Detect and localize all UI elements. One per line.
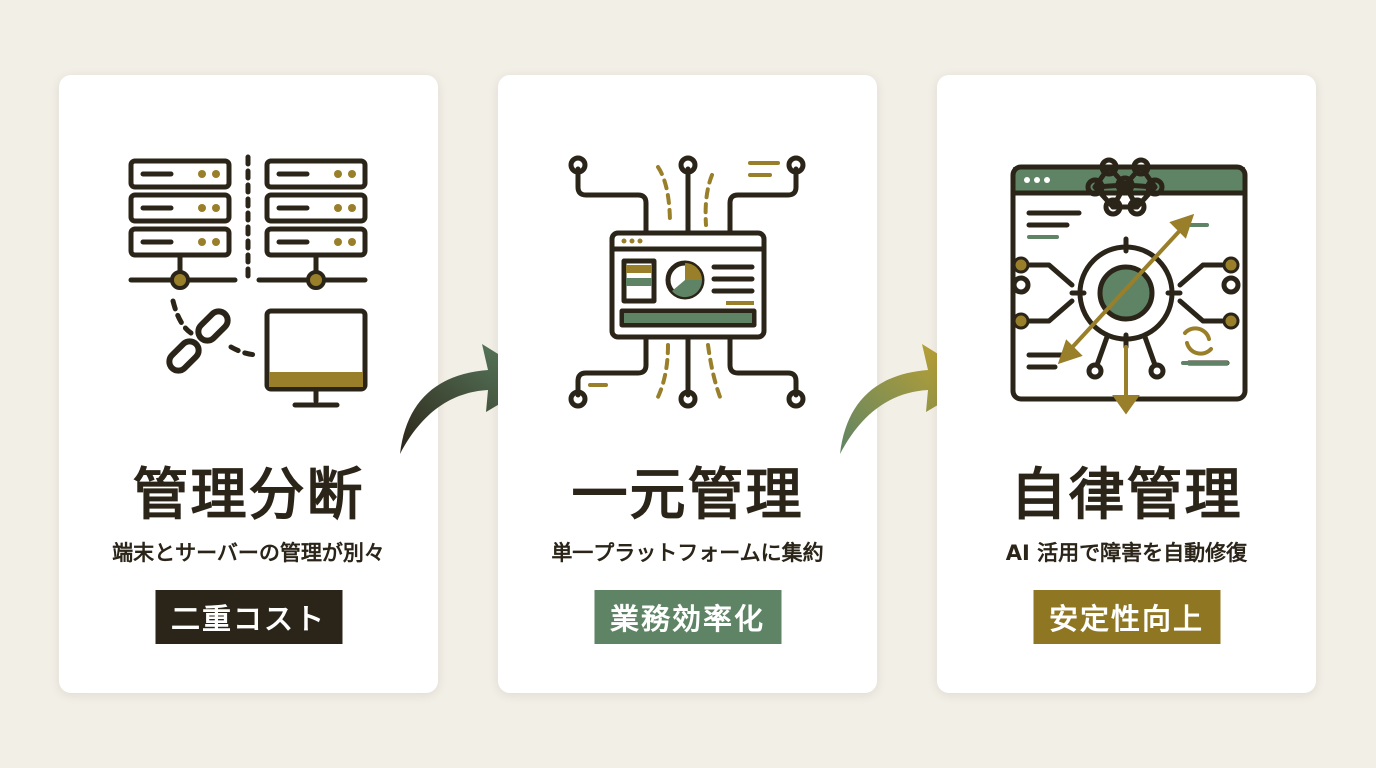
card-autonomous: 自律管理 AI 活用で障害を自動修復 安定性向上 — [937, 75, 1316, 693]
card-subtitle: AI 活用で障害を自動修復 — [1005, 541, 1248, 565]
card-title: 自律管理 — [1010, 462, 1243, 528]
card-subtitle: 単一プラットフォームに集約 — [551, 541, 824, 565]
split-servers-icon — [128, 154, 368, 408]
status-badge: 二重コスト — [154, 590, 343, 644]
status-badge: 安定性向上 — [1032, 590, 1221, 644]
card-title: 一元管理 — [571, 462, 804, 528]
card-title: 管理分断 — [132, 462, 365, 528]
unified-dashboard-icon — [568, 155, 806, 409]
ai-autonomous-icon — [1010, 157, 1248, 415]
card-fragmented: 管理分断 端末とサーバーの管理が別々 二重コスト — [59, 75, 438, 693]
card-subtitle: 端末とサーバーの管理が別々 — [112, 541, 385, 565]
status-badge: 業務効率化 — [593, 590, 782, 644]
card-unified: 一元管理 単一プラットフォームに集約 業務効率化 — [498, 75, 877, 693]
